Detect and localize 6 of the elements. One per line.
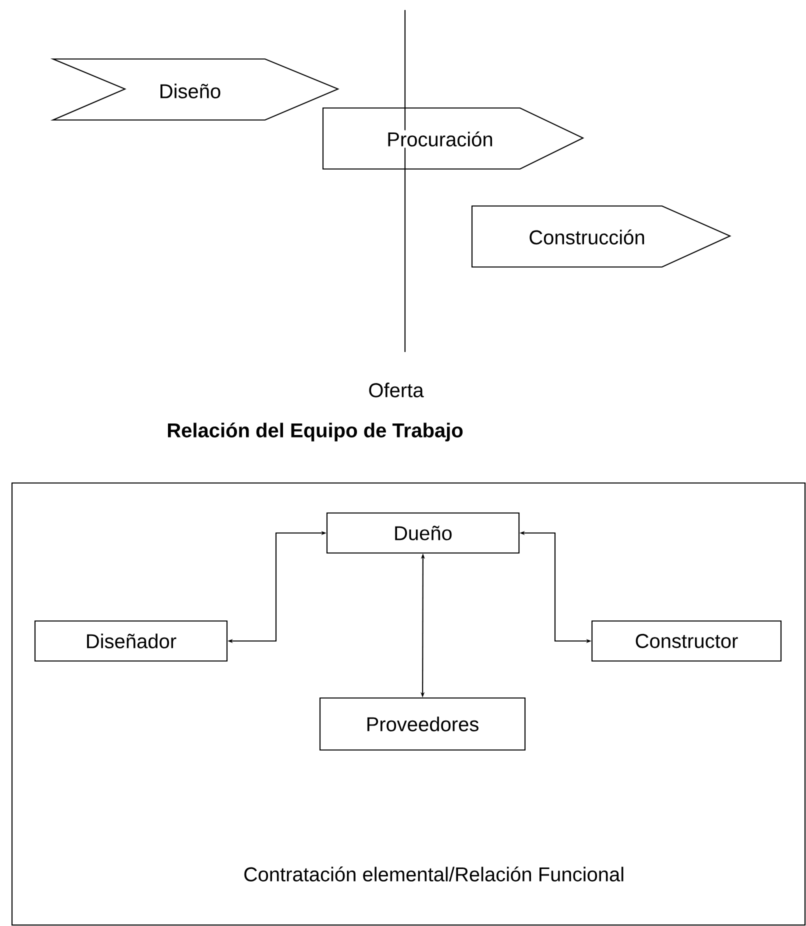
title: Relación del Equipo de Trabajo — [168, 422, 463, 442]
role-box: Diseñador — [34, 620, 228, 662]
role-box: Constructor — [591, 620, 782, 662]
divider-label: Oferta — [369, 382, 424, 398]
role-box: Proveedores — [319, 697, 526, 751]
role-box: Dueño — [326, 512, 520, 554]
